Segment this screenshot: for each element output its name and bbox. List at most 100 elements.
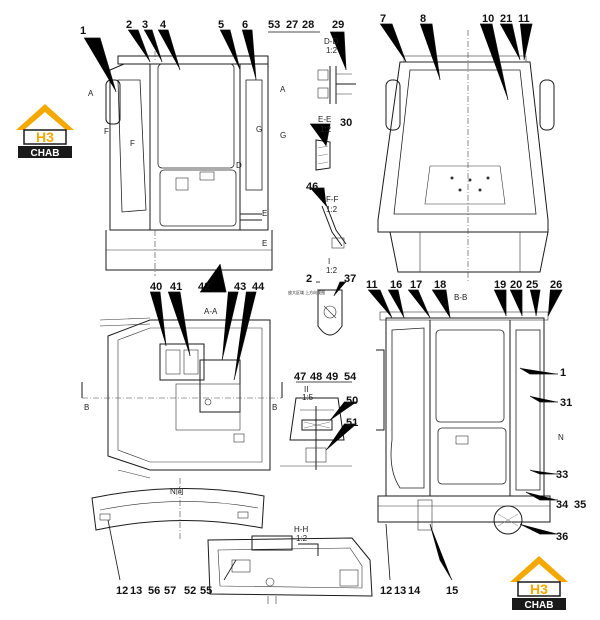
svg-text:1:2: 1:2 bbox=[326, 46, 338, 55]
svg-text:1:2: 1:2 bbox=[296, 534, 308, 543]
callout-30: 30 bbox=[340, 117, 352, 129]
callout-15: 15 bbox=[446, 585, 458, 597]
callout-5: 5 bbox=[218, 19, 224, 31]
svg-text:H3: H3 bbox=[36, 129, 54, 145]
callout-54: 54 bbox=[344, 371, 357, 383]
callout-4: 4 bbox=[160, 19, 167, 31]
detail-ii bbox=[280, 397, 352, 470]
callout-40: 40 bbox=[150, 281, 162, 293]
leader-lines bbox=[84, 23, 563, 581]
svg-text:1:2: 1:2 bbox=[326, 266, 338, 275]
callout-52: 52 bbox=[184, 585, 196, 597]
brand-logo-top: H3 CHAB bbox=[14, 100, 76, 162]
callout-53: 53 bbox=[268, 19, 280, 31]
callout-3: 3 bbox=[142, 19, 148, 31]
logo-roof-icon bbox=[510, 556, 568, 582]
callout-36: 36 bbox=[556, 531, 568, 543]
detail-e-e bbox=[315, 139, 331, 171]
callout-8: 8 bbox=[420, 13, 426, 25]
svg-text:N: N bbox=[558, 433, 564, 442]
detail-h-h bbox=[207, 535, 373, 604]
callout-43: 43 bbox=[234, 281, 246, 293]
svg-text:G: G bbox=[256, 125, 262, 134]
callout-50: 50 bbox=[346, 395, 358, 407]
detail-i-stamp bbox=[317, 289, 343, 336]
plan-view-a-a bbox=[81, 317, 283, 479]
right-side-view bbox=[376, 311, 551, 535]
callout-20: 20 bbox=[510, 279, 522, 291]
svg-text:E: E bbox=[262, 209, 267, 218]
callout-numbers: 1 2 3 4 5 6 53 27 28 29 7 8 10 21 11 30 … bbox=[80, 13, 586, 597]
callout-21: 21 bbox=[500, 13, 512, 25]
callout-14: 14 bbox=[408, 585, 421, 597]
svg-text:II: II bbox=[304, 385, 308, 394]
callout-17: 17 bbox=[410, 279, 422, 291]
svg-text:E-E: E-E bbox=[318, 115, 331, 124]
callout-12b: 12 bbox=[380, 585, 392, 597]
callout-26: 26 bbox=[550, 279, 562, 291]
callout-44: 44 bbox=[252, 281, 265, 293]
svg-text:F-F: F-F bbox=[326, 195, 339, 204]
callout-16: 16 bbox=[390, 279, 402, 291]
svg-text:A: A bbox=[88, 89, 94, 98]
svg-text:A: A bbox=[280, 85, 286, 94]
callout-7: 7 bbox=[380, 13, 386, 25]
callout-51: 51 bbox=[346, 417, 358, 429]
callout-1: 1 bbox=[80, 25, 86, 37]
callout-10: 10 bbox=[482, 13, 494, 25]
svg-text:I: I bbox=[328, 257, 330, 266]
callout-29: 29 bbox=[332, 19, 344, 31]
svg-text:H3: H3 bbox=[530, 581, 548, 597]
callout-28: 28 bbox=[302, 19, 314, 31]
svg-text:放大区域 上方向视图: 放大区域 上方向视图 bbox=[288, 289, 325, 295]
svg-text:D-D: D-D bbox=[324, 37, 338, 46]
callout-49: 49 bbox=[326, 371, 338, 383]
svg-text:1:2: 1:2 bbox=[320, 125, 332, 134]
svg-text:F: F bbox=[130, 139, 135, 148]
callout-13: 13 bbox=[130, 585, 142, 597]
callout-37: 37 bbox=[344, 273, 356, 285]
callout-25: 25 bbox=[526, 279, 538, 291]
callout-1b: 1 bbox=[560, 367, 566, 379]
callout-11b: 11 bbox=[366, 279, 378, 291]
callout-42: 42 bbox=[198, 281, 210, 293]
callout-18: 18 bbox=[434, 279, 446, 291]
svg-text:B: B bbox=[84, 403, 89, 412]
callout-56: 56 bbox=[148, 585, 160, 597]
callout-31: 31 bbox=[560, 397, 572, 409]
callout-12: 12 bbox=[116, 585, 128, 597]
callout-47: 47 bbox=[294, 371, 306, 383]
svg-text:A-A: A-A bbox=[204, 307, 218, 316]
svg-text:CHAB: CHAB bbox=[525, 600, 554, 611]
callout-6: 6 bbox=[242, 19, 248, 31]
svg-text:1:2: 1:2 bbox=[326, 205, 338, 214]
svg-text:CHAB: CHAB bbox=[31, 148, 60, 159]
svg-text:G: G bbox=[280, 131, 286, 140]
callout-57: 57 bbox=[164, 585, 176, 597]
callout-41: 41 bbox=[170, 281, 182, 293]
svg-text:F: F bbox=[104, 127, 109, 136]
callout-19: 19 bbox=[494, 279, 506, 291]
svg-text:B-B: B-B bbox=[454, 293, 467, 302]
side-view-left bbox=[105, 40, 273, 276]
section-labels: A A F F G G D E E D-D 1:2 E-E 1:2 F-F 1:… bbox=[84, 37, 564, 543]
brand-logo-bottom: H3 CHAB bbox=[506, 552, 572, 614]
svg-text:N向: N向 bbox=[170, 486, 184, 496]
callout-2: 2 bbox=[126, 19, 132, 31]
callout-2b: 2 bbox=[306, 273, 312, 285]
svg-text:1:5: 1:5 bbox=[302, 393, 314, 402]
callout-13b: 13 bbox=[394, 585, 406, 597]
callout-35: 35 bbox=[574, 499, 586, 511]
callout-11: 11 bbox=[518, 13, 530, 25]
callout-55: 55 bbox=[200, 585, 212, 597]
detail-f-f bbox=[321, 203, 347, 249]
n-view bbox=[91, 478, 265, 540]
svg-text:D: D bbox=[236, 161, 242, 170]
callout-46: 46 bbox=[306, 181, 318, 193]
svg-text:E: E bbox=[262, 239, 267, 248]
rear-view bbox=[377, 30, 555, 282]
callout-33: 33 bbox=[556, 469, 568, 481]
svg-text:B: B bbox=[272, 403, 277, 412]
logo-roof-icon bbox=[16, 104, 74, 130]
